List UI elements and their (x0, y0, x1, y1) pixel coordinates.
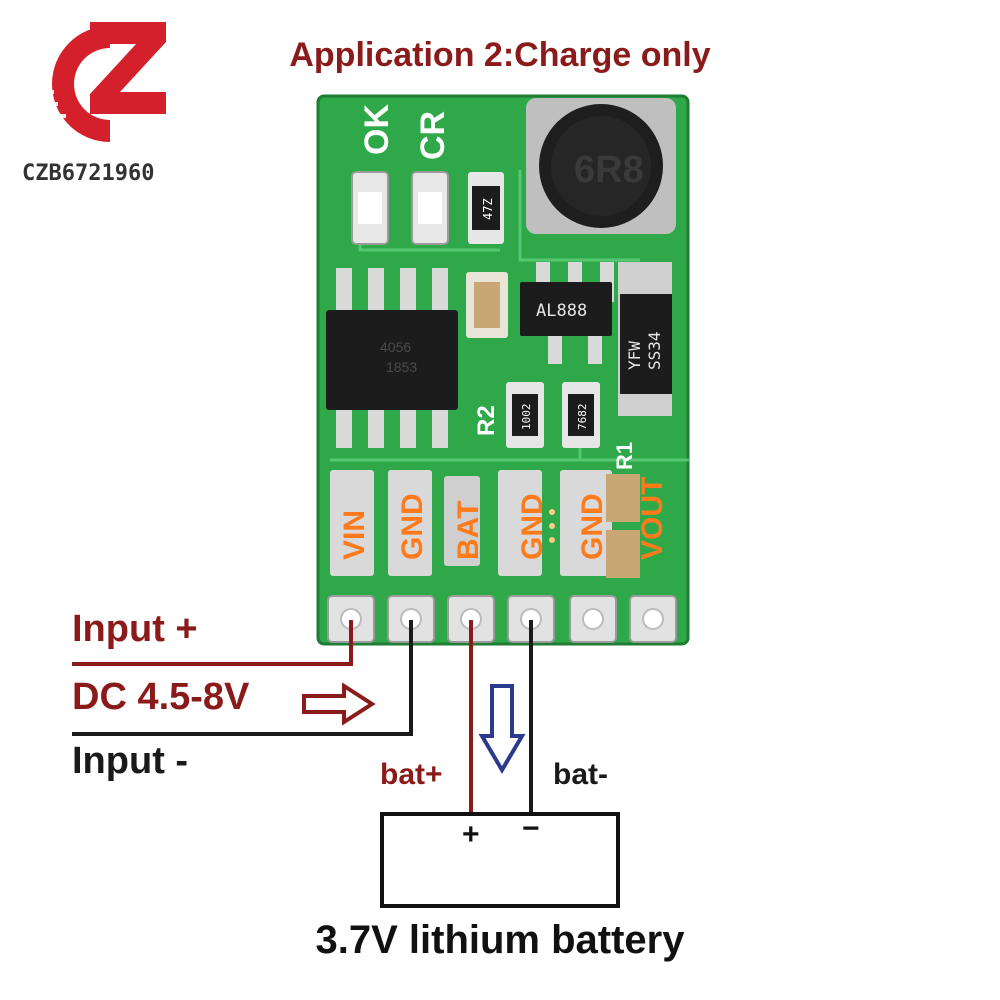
pin-label-gnd-1: GND (396, 493, 429, 560)
wire-input-negative (72, 620, 413, 736)
charger-ic-marking-1: 4056 (380, 339, 411, 355)
input-plus-label: Input + (72, 608, 198, 650)
bat-plus-label: bat+ (380, 758, 443, 791)
header-pins (327, 595, 677, 643)
led-label-ok: OK (358, 104, 396, 155)
resistor-label-r2: R2 (473, 405, 500, 436)
input-minus-label: Input - (72, 740, 189, 782)
schottky-diode: YFW SS34 (618, 262, 672, 416)
pin-label-gnd-3: GND (576, 493, 609, 560)
battery-caption: 3.7V lithium battery (315, 918, 685, 962)
charge-direction-arrow-icon (478, 684, 526, 774)
boost-ic: AL888 (520, 262, 614, 364)
resistor-label-r1: R1 (612, 442, 637, 470)
led-label-cr: CR (414, 111, 452, 160)
pin-label-vin: VIN (338, 510, 371, 560)
bat-minus-label: bat- (553, 758, 608, 791)
boost-ic-marking: AL888 (536, 301, 587, 321)
battery-box (380, 812, 620, 908)
inductor-code: 6R8 (574, 149, 644, 191)
charger-ic: 4056 1853 (326, 268, 458, 448)
resistor-code-1002: 1002 (520, 404, 533, 431)
status-leds (351, 171, 449, 245)
battery-plus-terminal: + (462, 818, 480, 851)
pin-label-vout: VOUT (636, 477, 669, 560)
resistor-code-47z: 47Z (481, 198, 495, 220)
page-title: Application 2:Charge only (289, 36, 711, 74)
wire-input-positive (72, 620, 353, 666)
resistor-code-7682: 7682 (576, 404, 589, 431)
charger-ic-marking-2: 1853 (386, 359, 417, 375)
pin-label-bat: BAT (452, 501, 485, 560)
brand-logo: CZB6721960 (22, 22, 166, 186)
diode-marking-1: YFW (625, 341, 644, 370)
svg-text:CZB6721960: CZB6721960 (22, 161, 154, 186)
diode-marking-2: SS34 (645, 331, 664, 370)
dc-range-label: DC 4.5-8V (72, 676, 250, 718)
inductor: 6R8 (526, 98, 676, 234)
input-arrow-icon (302, 682, 376, 726)
battery-minus-terminal: − (522, 812, 540, 845)
pin-label-gnd-2: GND (516, 493, 549, 560)
